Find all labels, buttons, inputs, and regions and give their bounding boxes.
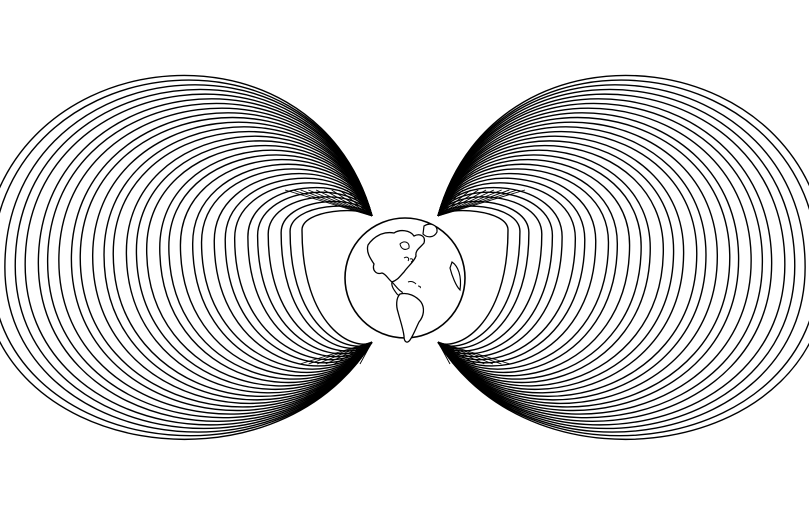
earth-globe [345, 218, 465, 342]
greenland-landmass [423, 224, 437, 237]
left-field-loops [0, 75, 372, 439]
right-field-loops [438, 75, 809, 439]
